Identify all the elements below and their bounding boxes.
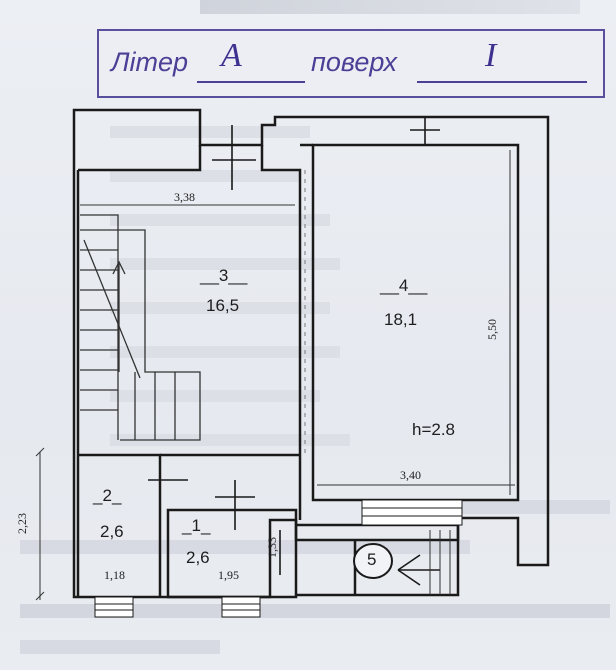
room-4-outline: [311, 143, 520, 502]
dim-room1-depth: 1,33: [265, 537, 279, 558]
door-marks: [148, 117, 440, 586]
room-1-number: _1_: [182, 516, 211, 535]
dimension-lines: [35, 150, 515, 601]
room-2-area: 2,6: [100, 522, 124, 541]
windows: [94, 499, 463, 618]
dim-left-height: 2,23: [15, 513, 29, 534]
liter-value: А: [221, 37, 242, 74]
porch-steps: [429, 530, 451, 595]
dim-room1-width: 1,95: [218, 568, 239, 582]
room-5-number: 5: [367, 550, 377, 569]
dim-room2-width: 1,18: [104, 568, 125, 582]
dim-room4-width: 3,40: [400, 468, 421, 482]
staircase: [80, 214, 201, 441]
room-3-area: 16,5: [206, 296, 240, 315]
floor-label: поверх: [311, 47, 398, 77]
liter-underline: [197, 81, 305, 83]
floor-underline: [417, 81, 587, 83]
room-2-number: _2_: [93, 486, 122, 505]
room-5-marker: [353, 543, 393, 579]
room-3-number: __3__: [200, 266, 248, 285]
liter-label: Літер: [111, 47, 189, 77]
room-4-number: __4__: [380, 276, 428, 295]
dim-room3-width: 3,38: [174, 190, 195, 204]
room-1-area: 2,6: [186, 548, 210, 567]
room-4-area: 18,1: [384, 310, 418, 329]
room-1-outline: [166, 508, 298, 599]
floor-value: I: [485, 37, 497, 74]
room4-height: h=2.8: [412, 420, 456, 439]
dim-room4-length: 5,50: [485, 319, 499, 340]
stamp-box: Літер А поверх I: [97, 29, 605, 98]
